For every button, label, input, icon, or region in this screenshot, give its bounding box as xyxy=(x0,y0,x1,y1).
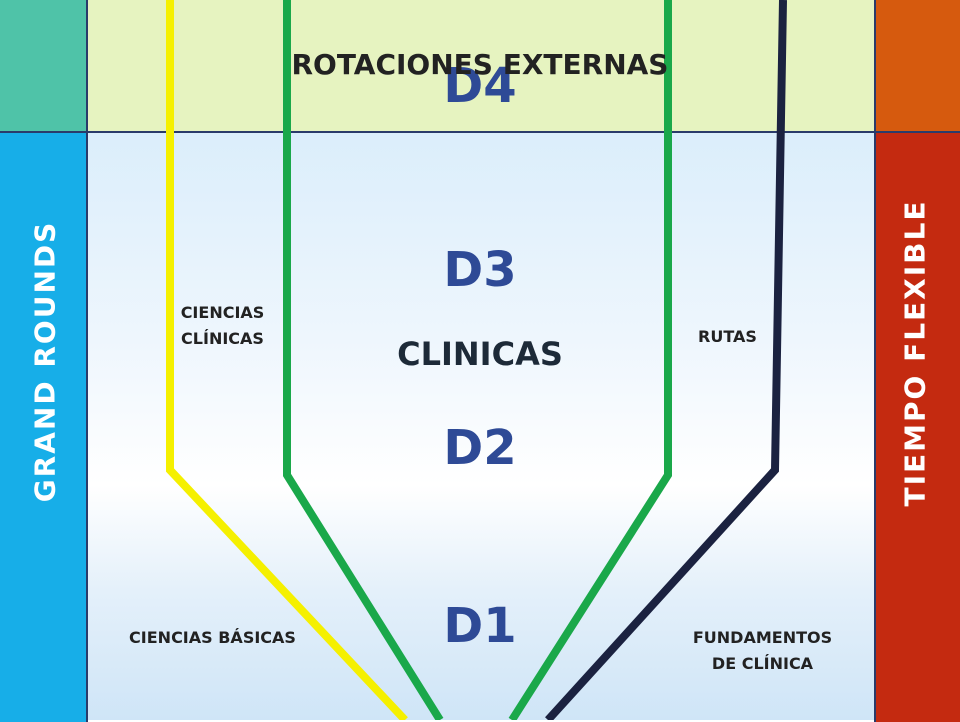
yellow-track-line xyxy=(166,0,408,720)
clinicas-area xyxy=(88,133,874,720)
level-d3: D3 xyxy=(443,242,517,298)
level-d4: D4 xyxy=(443,58,517,114)
tiempo-flexible-column xyxy=(874,131,960,722)
ciencias-clinicas-line2: CLÍNICAS xyxy=(181,329,264,348)
level-d1: D1 xyxy=(443,598,517,654)
ciencias-clinicas-line1: CIENCIAS xyxy=(180,303,265,322)
clinicas-title: CLINICAS xyxy=(397,335,563,373)
ciencias-clinicas-label: CIENCIAS CLÍNICAS xyxy=(150,300,295,352)
fundamentos-line1: FUNDAMENTOS xyxy=(692,628,833,647)
rutas-label: RUTAS xyxy=(698,327,757,346)
rotaciones-externas-title: ROTACIONES EXTERNAS xyxy=(291,48,669,81)
right-column-top-block xyxy=(874,0,960,131)
green-track-line-right xyxy=(508,0,672,720)
level-d2: D2 xyxy=(443,420,517,476)
fundamentos-line2: DE CLÍNICA xyxy=(711,654,814,673)
ciencias-basicas-label: CIENCIAS BÁSICAS xyxy=(129,628,296,647)
tiempo-flexible-label: TIEMPO FLEXIBLE xyxy=(898,199,932,507)
left-column-top-block xyxy=(0,0,88,131)
grand-rounds-column xyxy=(0,131,88,722)
green-track-line-left xyxy=(283,0,444,720)
navy-track-line xyxy=(545,0,787,720)
grand-rounds-label: GRAND ROUNDS xyxy=(28,220,62,503)
rotaciones-externas-band xyxy=(88,0,874,133)
fundamentos-label: FUNDAMENTOS DE CLÍNICA xyxy=(675,625,850,677)
